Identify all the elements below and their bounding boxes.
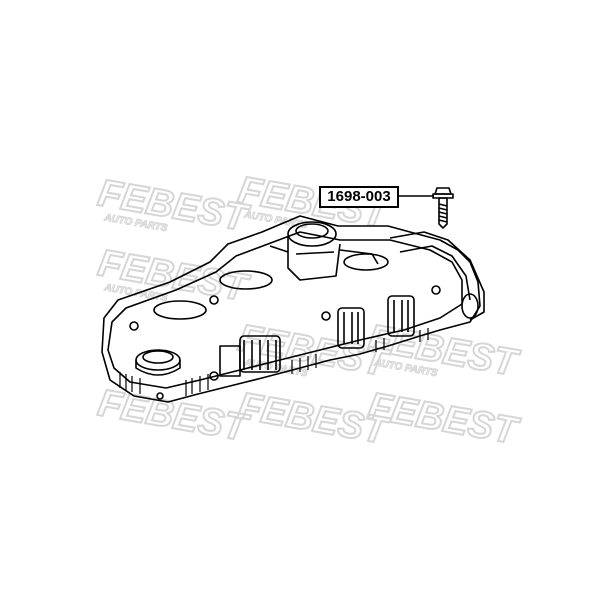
intake-runner — [389, 231, 485, 321]
watermark-brand: FEBEST — [95, 172, 253, 240]
injector-cluster — [337, 307, 365, 349]
baffle-opening — [153, 300, 207, 320]
bolt-part — [432, 187, 454, 229]
baffle-opening — [343, 253, 389, 271]
watermark-brand: FEBEST — [95, 382, 253, 450]
valve-cover-outline — [101, 215, 481, 403]
pcv-housing — [269, 221, 379, 281]
injector-cluster — [219, 335, 281, 377]
watermark-logo: FEBEST — [94, 381, 254, 451]
oil-filler-cap — [135, 349, 181, 376]
injector-cluster — [387, 295, 415, 337]
part-number-label: 1698-003 — [319, 186, 399, 208]
front-ribs — [119, 328, 429, 396]
baffle-opening — [219, 270, 273, 290]
watermark-brand: FEBEST — [365, 385, 523, 453]
mounting-bolts — [129, 285, 441, 400]
watermark-logo: FEBEST AUTO PARTS — [94, 171, 254, 241]
watermark-layer: FEBEST AUTO PARTS FEBEST AUTO PARTS FEBE… — [94, 168, 524, 454]
watermark-logo: FEBEST — [364, 384, 524, 454]
valve-cover-drawing — [101, 187, 485, 403]
